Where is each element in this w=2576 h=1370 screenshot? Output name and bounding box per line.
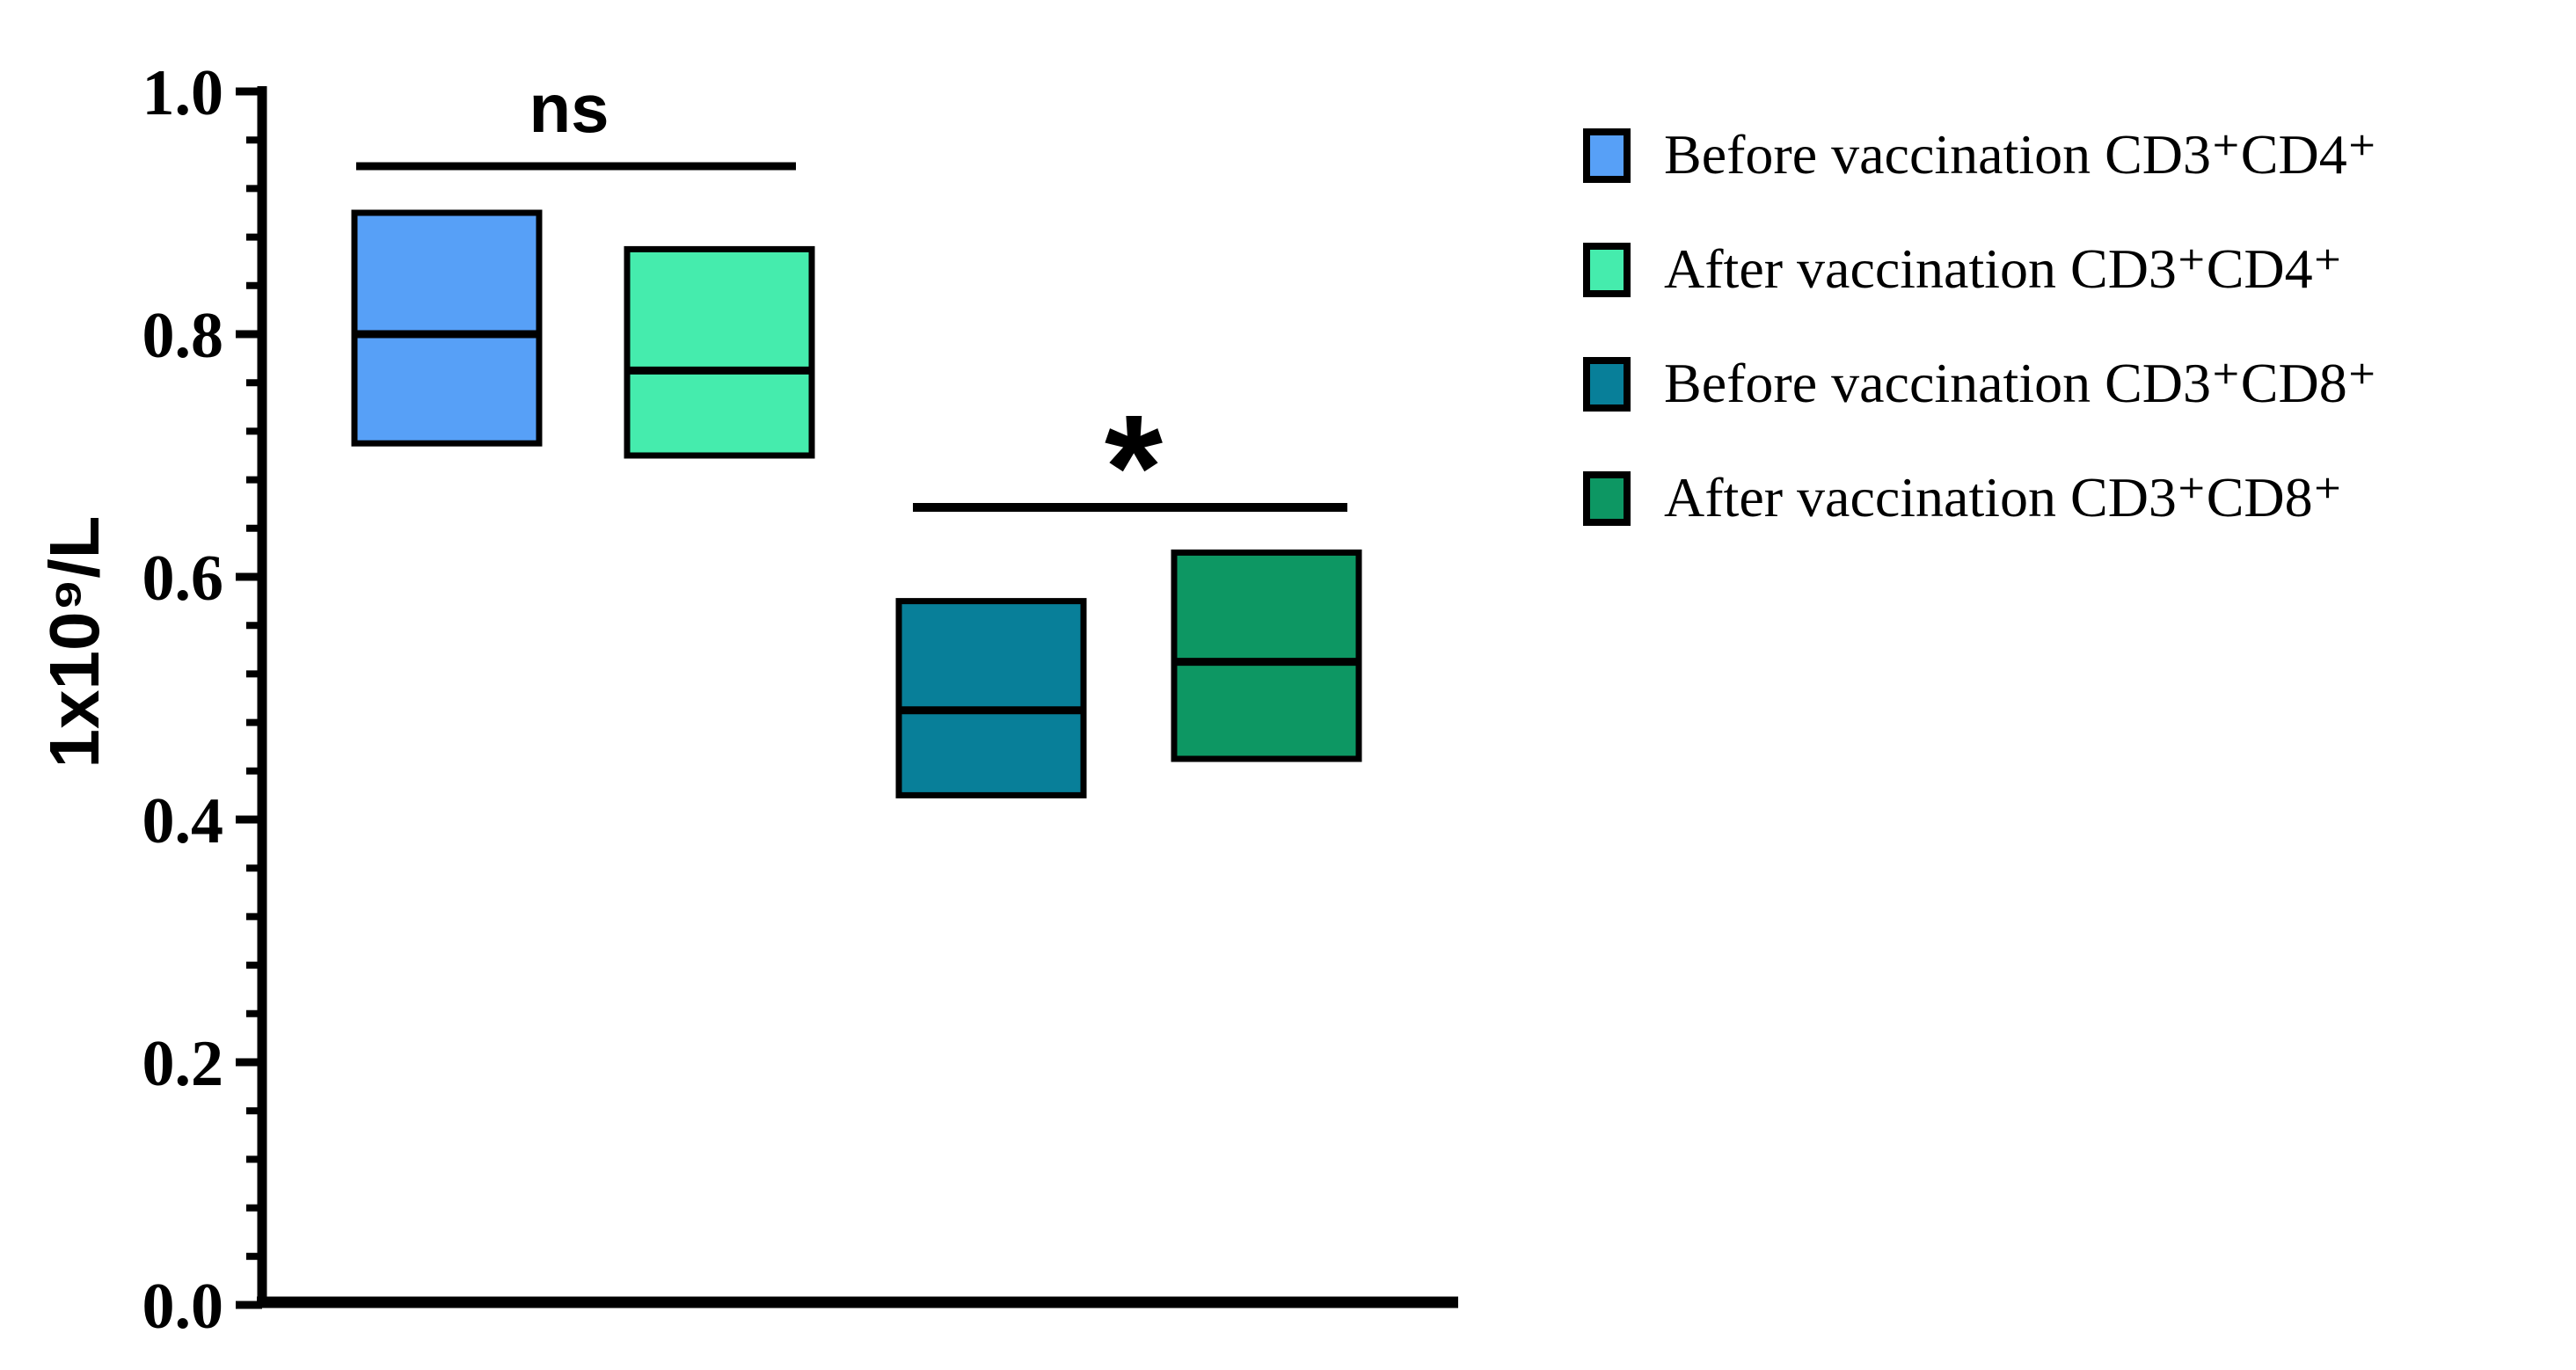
y-tick-label: 0.8	[142, 300, 224, 372]
y-tick-label: 0.2	[142, 1028, 224, 1100]
legend: Before vaccination CD3⁺CD4⁺ After vaccina…	[1583, 123, 2376, 528]
legend-label-2: Before vaccination CD3⁺CD8⁺	[1664, 352, 2376, 414]
box-0	[351, 209, 543, 447]
y-axis-title: 1x10⁹/L	[35, 515, 113, 768]
legend-label-3: After vaccination CD3⁺CD8⁺	[1664, 466, 2342, 528]
y-tick-label: 1.0	[142, 57, 224, 129]
box-1	[624, 245, 815, 459]
y-tick-label: 0.0	[142, 1271, 224, 1343]
legend-swatch-1	[1583, 243, 1631, 297]
legend-label-0: Before vaccination CD3⁺CD4⁺	[1664, 123, 2376, 186]
legend-swatch-2	[1583, 357, 1631, 412]
legend-swatch-0	[1583, 128, 1631, 183]
legend-label-1: After vaccination CD3⁺CD4⁺	[1664, 237, 2342, 300]
data-boxes	[351, 209, 1362, 798]
axes	[257, 86, 1458, 1308]
star-significance-label: *	[1105, 384, 1163, 551]
significance-annotations: ns *	[356, 69, 1347, 551]
ns-significance-label: ns	[529, 69, 609, 147]
y-ticks	[236, 87, 262, 1309]
y-tick-label: 0.6	[142, 543, 224, 615]
box-2	[895, 598, 1087, 798]
y-tick-label: 0.4	[142, 785, 224, 857]
box-3	[1171, 549, 1362, 762]
y-tick-labels: 1.0 0.8 0.6 0.4 0.2 0.0	[142, 57, 224, 1343]
legend-swatch-3	[1583, 471, 1631, 526]
